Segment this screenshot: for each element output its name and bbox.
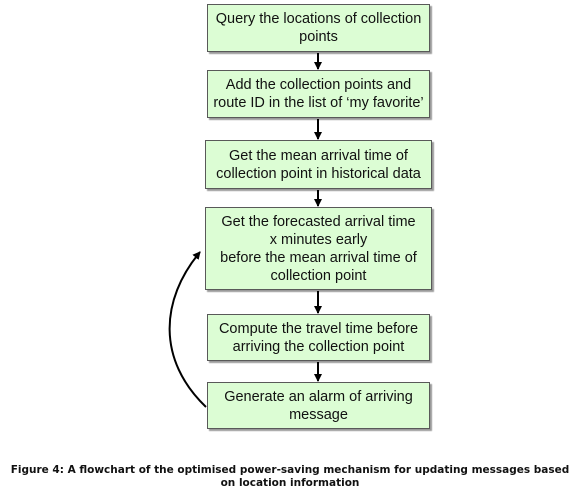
caption-line: on location information: [220, 477, 360, 489]
step-text-line: before the mean arrival time of: [220, 249, 417, 266]
step-text-line: collection point in historical data: [216, 165, 421, 182]
step-text-line: arriving the collection point: [232, 338, 405, 355]
step-generate-alarm: Generate an alarm of arriving message: [207, 382, 430, 429]
loop-back-arrow: [168, 251, 207, 408]
step-text-line: collection point: [270, 267, 367, 284]
step-text-line: Add the collection points and: [225, 77, 412, 93]
step-text-line: Compute the travel time before: [218, 320, 419, 337]
step-mean-arrival-time: Get the mean arrival time of collection …: [205, 140, 432, 189]
step-text-line: Get the mean arrival time of: [229, 147, 408, 164]
step-forecast-arrival-time: Get the forecasted arrival time x minute…: [205, 207, 432, 290]
caption-line: Figure 4: A flowchart of the optimised p…: [10, 464, 570, 476]
step-query-locations: Query the locations of collection points: [207, 4, 430, 52]
step-add-favorite: Add the collection points and route ID i…: [207, 70, 430, 118]
step-text-line: route ID in the list of ‘my favorite’: [213, 95, 424, 111]
figure-caption: Figure 4: A flowchart of the optimised p…: [0, 464, 580, 490]
step-text-line: message: [289, 406, 348, 423]
step-text-line: Generate an alarm of arriving: [224, 388, 413, 405]
step-text-line: x minutes early: [269, 231, 368, 248]
step-text-line: points: [299, 29, 338, 45]
step-text-line: Get the forecasted arrival time: [221, 213, 416, 230]
step-text-line: Query the locations of collection: [215, 11, 422, 27]
step-compute-travel-time: Compute the travel time before arriving …: [207, 314, 430, 361]
